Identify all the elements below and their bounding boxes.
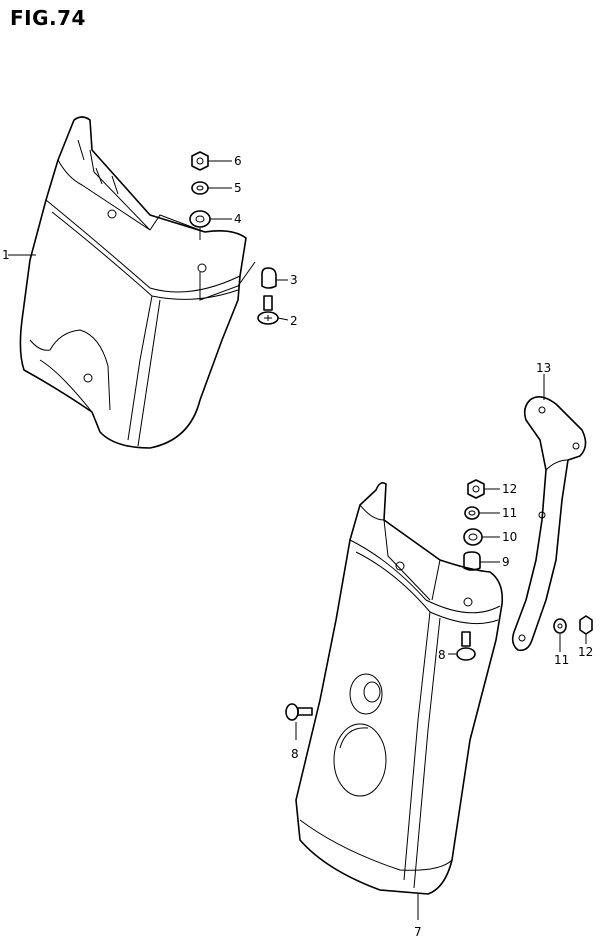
callout-11a: 11 (502, 506, 517, 520)
callout-10: 10 (502, 530, 517, 544)
figure-title: FIG.74 (10, 6, 86, 30)
callout-labels: 1 2 3 4 5 6 7 8 8 9 10 11 11 12 12 13 (2, 154, 593, 939)
lower-leg-shield-cover (295, 482, 504, 895)
lower-hardware (285, 479, 593, 721)
callout-8a: 8 (438, 648, 446, 662)
callout-13: 13 (536, 361, 551, 375)
leader-lines (8, 160, 587, 920)
callout-8b: 8 (291, 747, 299, 761)
callout-3: 3 (290, 273, 298, 287)
callout-2: 2 (290, 314, 298, 328)
callout-6: 6 (234, 154, 242, 168)
callout-5: 5 (234, 181, 242, 195)
callout-12b: 12 (578, 645, 593, 659)
callout-9: 9 (502, 555, 510, 569)
upper-hardware (189, 151, 279, 325)
callout-1: 1 (2, 248, 10, 262)
mounting-bracket (511, 396, 587, 652)
callout-7: 7 (414, 925, 422, 939)
callout-4: 4 (234, 212, 242, 226)
callout-11b: 11 (554, 653, 569, 667)
upper-leg-shield-cover (19, 116, 256, 449)
callout-12a: 12 (502, 482, 517, 496)
